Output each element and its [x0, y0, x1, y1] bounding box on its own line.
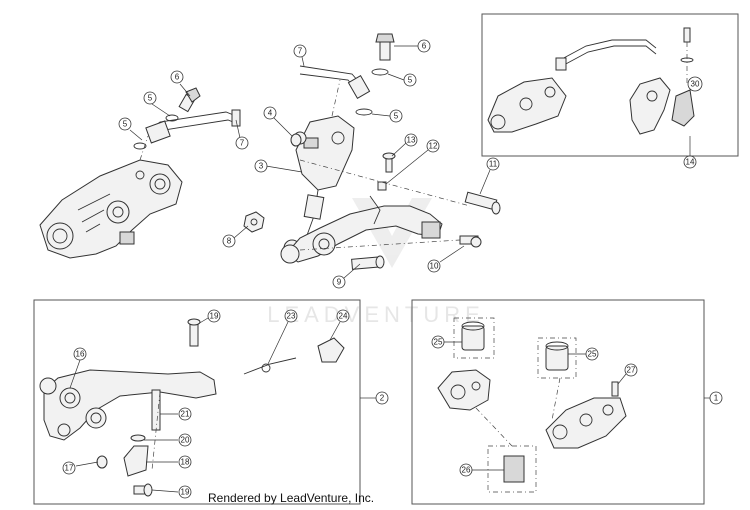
callout-14: 14: [683, 136, 697, 169]
svg-text:5: 5: [408, 76, 413, 85]
svg-text:10: 10: [430, 262, 439, 271]
svg-text:1: 1: [714, 394, 719, 403]
callout-19b: 19: [151, 485, 192, 499]
callout-6a: 6: [170, 70, 191, 97]
callout-1: 1: [704, 391, 723, 405]
svg-text:5: 5: [148, 94, 153, 103]
callout-9: 9: [332, 263, 361, 289]
svg-text:8: 8: [227, 237, 232, 246]
nut-8: [243, 211, 265, 233]
svg-text:25: 25: [434, 338, 443, 347]
callout-20: 20: [144, 433, 192, 447]
rear-master-cylinder: [283, 79, 355, 257]
credit-text: Rendered by LeadVenture, Inc.: [208, 491, 374, 505]
svg-text:17: 17: [65, 464, 74, 473]
svg-text:16: 16: [76, 350, 85, 359]
callout-16: 16: [69, 347, 87, 389]
callout-11: 11: [479, 157, 500, 195]
svg-text:24: 24: [339, 312, 348, 321]
group-box-2: [33, 299, 361, 505]
axis-line-2: [299, 239, 461, 251]
callout-5b: 5: [143, 91, 171, 117]
callout-17: 17: [62, 461, 99, 475]
small-washer: [290, 133, 302, 147]
callout-18: 18: [146, 455, 192, 469]
pivot-bolt-11: [464, 191, 501, 215]
brake-pedal-top: [280, 195, 443, 264]
callout-10: 10: [427, 245, 465, 273]
callout-25a: 25: [431, 335, 462, 349]
axis-line-1: [299, 159, 471, 207]
callout-3: 3: [254, 159, 303, 173]
svg-text:25: 25: [588, 350, 597, 359]
callout-6b: 6: [394, 39, 431, 53]
svg-text:21: 21: [181, 410, 190, 419]
bolt-13: [382, 152, 396, 173]
callout-2: 2: [360, 391, 389, 405]
callout-13: 13: [391, 133, 418, 157]
svg-text:26: 26: [462, 466, 471, 475]
callout-8: 8: [222, 225, 249, 248]
inset-box-14: [481, 13, 739, 157]
svg-text:3: 3: [259, 162, 264, 171]
svg-text:7: 7: [298, 47, 303, 56]
callout-26: 26: [459, 463, 504, 477]
svg-text:7: 7: [240, 139, 245, 148]
callout-24: 24: [329, 309, 350, 341]
callout-12: 12: [385, 139, 440, 185]
svg-text:30: 30: [691, 80, 700, 89]
watermark-text: LEADVENTURE: [267, 302, 485, 327]
svg-text:14: 14: [686, 158, 695, 167]
callout-7a: 7: [235, 119, 249, 150]
callout-5c: 5: [387, 73, 417, 87]
brake-pedal-assembly: [39, 318, 345, 497]
callout-25b: 25: [568, 347, 599, 361]
svg-text:12: 12: [429, 142, 438, 151]
svg-text:20: 20: [181, 436, 190, 445]
svg-text:18: 18: [181, 458, 190, 467]
svg-text:6: 6: [175, 73, 180, 82]
group-box-1: [411, 299, 705, 505]
callout-5d: 5: [371, 109, 403, 123]
svg-text:13: 13: [407, 136, 416, 145]
svg-text:11: 11: [489, 160, 498, 169]
brake-hose: [145, 109, 241, 144]
svg-text:2: 2: [380, 394, 385, 403]
rear-brake-caliper: [39, 135, 183, 259]
callout-30: 30: [687, 76, 703, 92]
svg-text:5: 5: [394, 112, 399, 121]
callout-7b: 7: [293, 44, 307, 67]
caliper-group: [437, 317, 627, 493]
svg-text:6: 6: [422, 42, 427, 51]
callout-27: 27: [617, 363, 638, 385]
svg-text:27: 27: [627, 366, 636, 375]
banjo-bolt-master: [355, 33, 395, 116]
banjo-bolt-left: [133, 87, 201, 150]
bolt-10: [459, 235, 482, 248]
svg-text:23: 23: [287, 312, 296, 321]
inset-assembly: [487, 27, 695, 135]
svg-text:9: 9: [337, 278, 342, 287]
callout-23: 23: [267, 309, 298, 365]
callout-21: 21: [160, 407, 192, 421]
svg-text:5: 5: [123, 120, 128, 129]
master-cylinder-hose: [299, 65, 371, 99]
callout-19a: 19: [197, 309, 221, 325]
svg-text:19: 19: [181, 488, 190, 497]
callout-5a: 5: [118, 117, 143, 141]
callout-4: 4: [263, 106, 293, 137]
svg-text:19: 19: [210, 312, 219, 321]
svg-text:4: 4: [268, 109, 273, 118]
bolt-9: [351, 255, 385, 270]
